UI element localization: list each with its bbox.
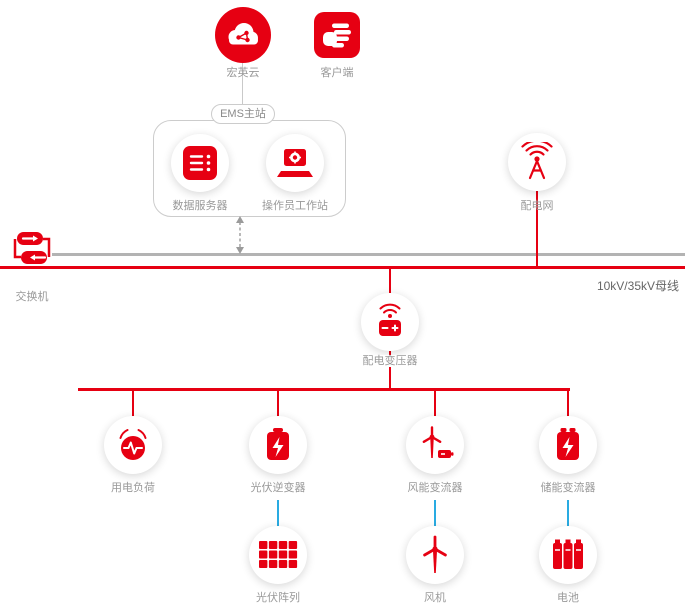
inverter-bolt-icon <box>267 428 289 460</box>
workstation-label: 操作员工作站 <box>262 200 328 212</box>
wind-converter-node <box>406 416 464 474</box>
network-switch-icon <box>13 232 51 264</box>
data-server-label: 数据服务器 <box>172 200 228 212</box>
load-label: 用电负荷 <box>111 482 155 494</box>
battery-label: 电池 <box>557 592 579 604</box>
wind-converter-label: 风能变流器 <box>407 482 463 494</box>
battery-pack-icon <box>553 539 583 569</box>
wind-converter-icon <box>422 426 454 458</box>
load-monitor-icon <box>119 429 147 460</box>
hand-client-icon <box>314 12 360 58</box>
battery-node <box>539 526 597 584</box>
switch-node <box>10 226 54 275</box>
solar-panel-icon <box>259 541 298 568</box>
pv-inverter-label: 光伏逆变器 <box>250 482 306 494</box>
line-inverter-to-pv-array <box>277 500 279 527</box>
cloud-label: 宏英云 <box>226 67 260 79</box>
wind-turbine-node <box>406 526 464 584</box>
feeder-bus-line <box>78 388 570 391</box>
client-node <box>314 12 360 63</box>
power-grid-node <box>508 133 566 191</box>
line-converter-to-wind-turbine <box>434 500 436 527</box>
line-grid-to-bus <box>536 191 538 267</box>
switch-label: 交换机 <box>15 291 49 303</box>
server-icon <box>183 146 217 180</box>
pv-array-node <box>249 526 307 584</box>
line-transformer-to-feeder <box>389 351 391 390</box>
transformer-label: 配电变压器 <box>360 355 420 367</box>
pv-inverter-node <box>249 416 307 474</box>
client-label: 客户端 <box>320 67 354 79</box>
pv-array-label: 光伏阵列 <box>256 592 300 604</box>
line-feeder-to-storage-converter <box>567 390 569 417</box>
transformer-icon <box>379 303 401 336</box>
radio-tower-icon <box>521 142 553 180</box>
transformer-node <box>361 293 419 351</box>
storage-converter-label: 储能变流器 <box>540 482 596 494</box>
storage-converter-icon <box>557 428 579 460</box>
line-feeder-to-wind-converter <box>434 390 436 417</box>
double-arrow-icon <box>236 216 244 254</box>
wind-turbine-icon <box>423 535 447 573</box>
power-busbar-line <box>0 266 685 269</box>
busbar-label: 10kV/35kV母线 <box>596 279 679 293</box>
cloud-atom-icon <box>215 7 271 63</box>
ems-group-tag: EMS主站 <box>211 104 275 124</box>
workstation-icon <box>277 149 313 177</box>
line-feeder-to-load <box>132 390 134 417</box>
data-server-node <box>171 134 229 192</box>
line-feeder-to-pv-inverter <box>277 390 279 417</box>
line-converter-to-battery <box>567 500 569 527</box>
workstation-node <box>266 134 324 192</box>
line-cloud-to-ems <box>242 63 243 104</box>
wind-turbine-label: 风机 <box>424 592 446 604</box>
power-grid-label: 配电网 <box>520 200 554 212</box>
communication-bus-line <box>52 253 685 256</box>
line-bus-to-transformer <box>389 269 391 293</box>
load-node <box>104 416 162 474</box>
storage-converter-node <box>539 416 597 474</box>
cloud-node <box>215 7 271 68</box>
